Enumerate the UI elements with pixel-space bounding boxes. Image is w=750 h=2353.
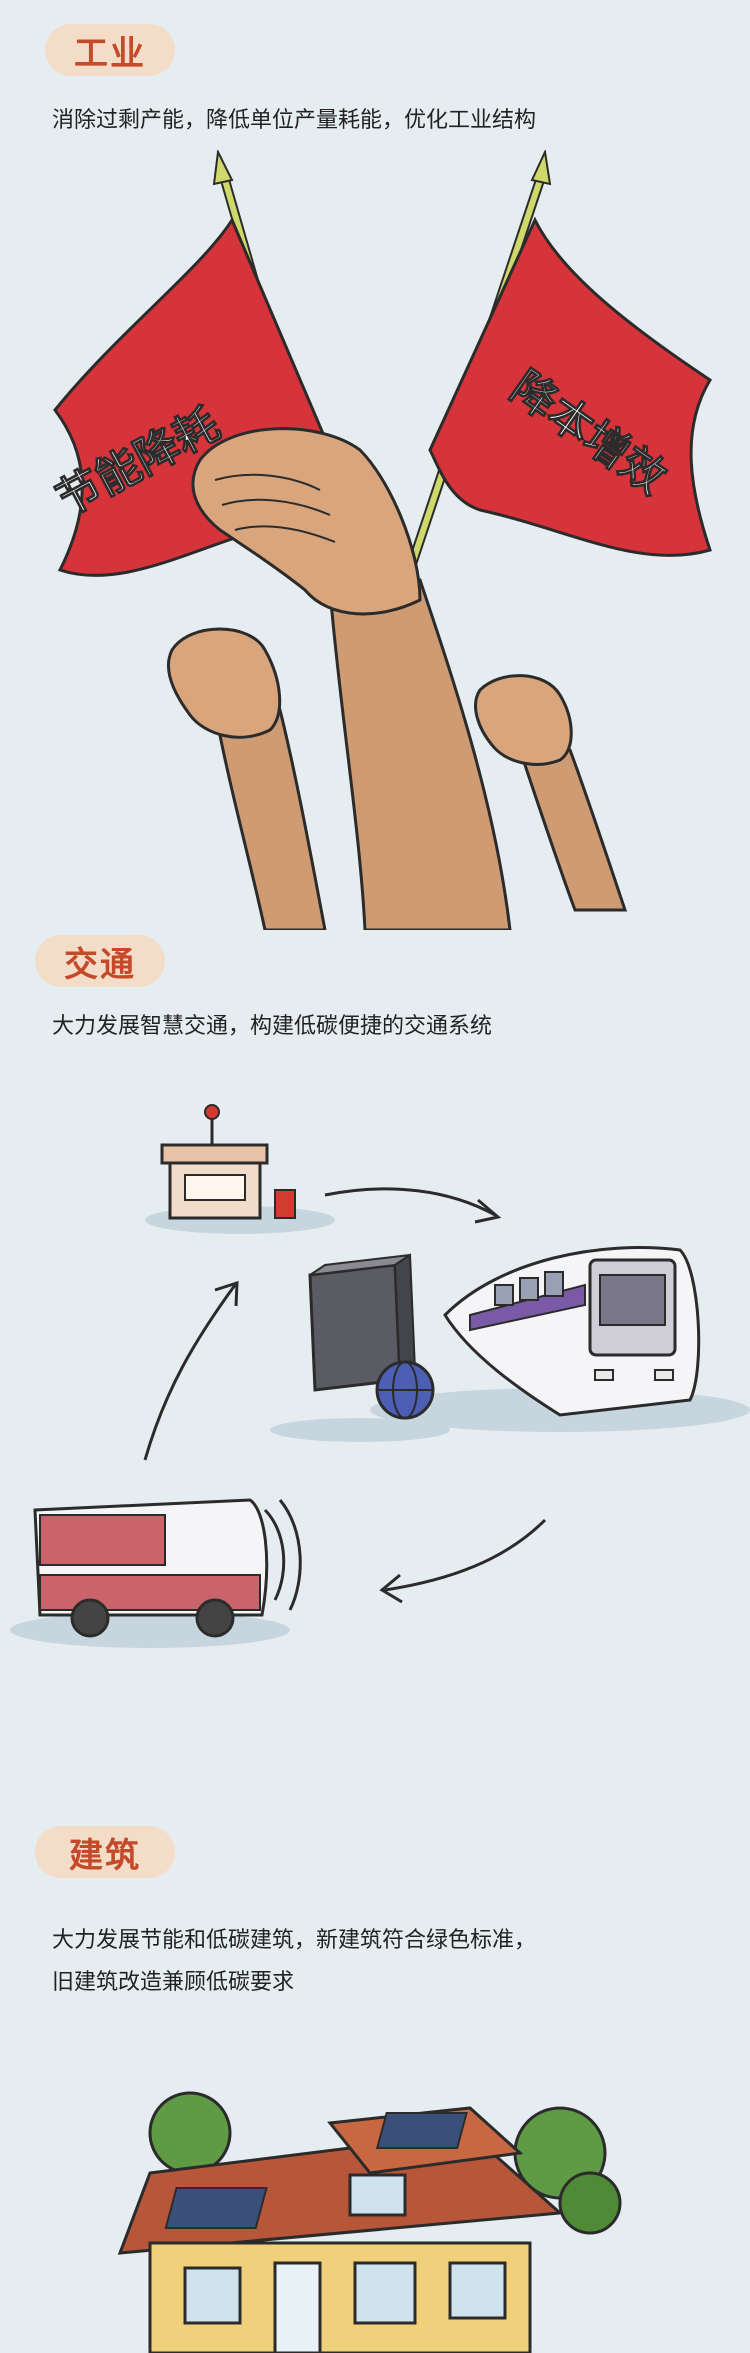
right-flag	[428, 216, 713, 557]
upper-window	[348, 2173, 407, 2217]
globe-icon	[375, 1360, 435, 1420]
house-window	[448, 2261, 507, 2320]
building-description-line2: 旧建筑改造兼顾低碳要求	[52, 1970, 295, 1995]
bus	[33, 1498, 302, 1638]
left-arm	[213, 708, 327, 930]
left-pole-tip	[212, 150, 234, 186]
solar-panel-left	[164, 2187, 268, 2229]
tree-left	[148, 2091, 232, 2175]
house-door	[273, 2261, 322, 2353]
transport-tag-label: 交通	[64, 944, 136, 985]
transport-description: 大力发展智慧交通，构建低碳便捷的交通系统	[52, 1006, 492, 1048]
arrow-station-to-train	[324, 1187, 496, 1217]
house-window	[353, 2261, 417, 2325]
right-pole-tip	[530, 150, 552, 186]
transport-description-text: 大力发展智慧交通，构建低碳便捷的交通系统	[52, 1014, 493, 1039]
right-arm	[517, 748, 628, 912]
transport-tag: 交通	[35, 935, 165, 987]
cycle-arrows	[143, 1187, 547, 1604]
house-window	[183, 2266, 242, 2325]
transport-illustration	[10, 1104, 750, 1648]
industry-tag: 工业	[45, 24, 175, 76]
right-fist	[474, 674, 573, 766]
building-description-line1: 大力发展节能和低碳建筑，新建筑符合绿色标准，	[52, 1928, 537, 1953]
industry-description: 消除过剩产能，降低单位产量耗能，优化工业结构	[52, 100, 536, 142]
bus-wheel	[70, 1598, 110, 1638]
arrow-bus-to-station	[143, 1284, 237, 1461]
building-description: 大力发展节能和低碳建筑，新建筑符合绿色标准， 旧建筑改造兼顾低碳要求	[52, 1920, 536, 2004]
solar-panel-right	[375, 2112, 468, 2149]
central-fist	[191, 427, 422, 616]
building-illustration	[117, 2091, 622, 2353]
industry-illustration: 节能降耗 降本增效	[48, 150, 713, 930]
bus-wheel	[195, 1598, 235, 1638]
industry-tag-label: 工业	[74, 33, 146, 74]
industry-description-text: 消除过剩产能，降低单位产量耗能，优化工业结构	[52, 108, 537, 133]
left-fist	[167, 627, 282, 739]
arrow-train-to-bus	[384, 1518, 547, 1592]
server-computer	[308, 1253, 417, 1392]
building-tag-label: 建筑	[69, 1835, 141, 1876]
central-arm	[328, 578, 512, 930]
building-tag: 建筑	[35, 1826, 175, 1878]
station-building	[160, 1104, 296, 1220]
antenna-light	[204, 1104, 220, 1120]
subway-train	[443, 1246, 701, 1417]
